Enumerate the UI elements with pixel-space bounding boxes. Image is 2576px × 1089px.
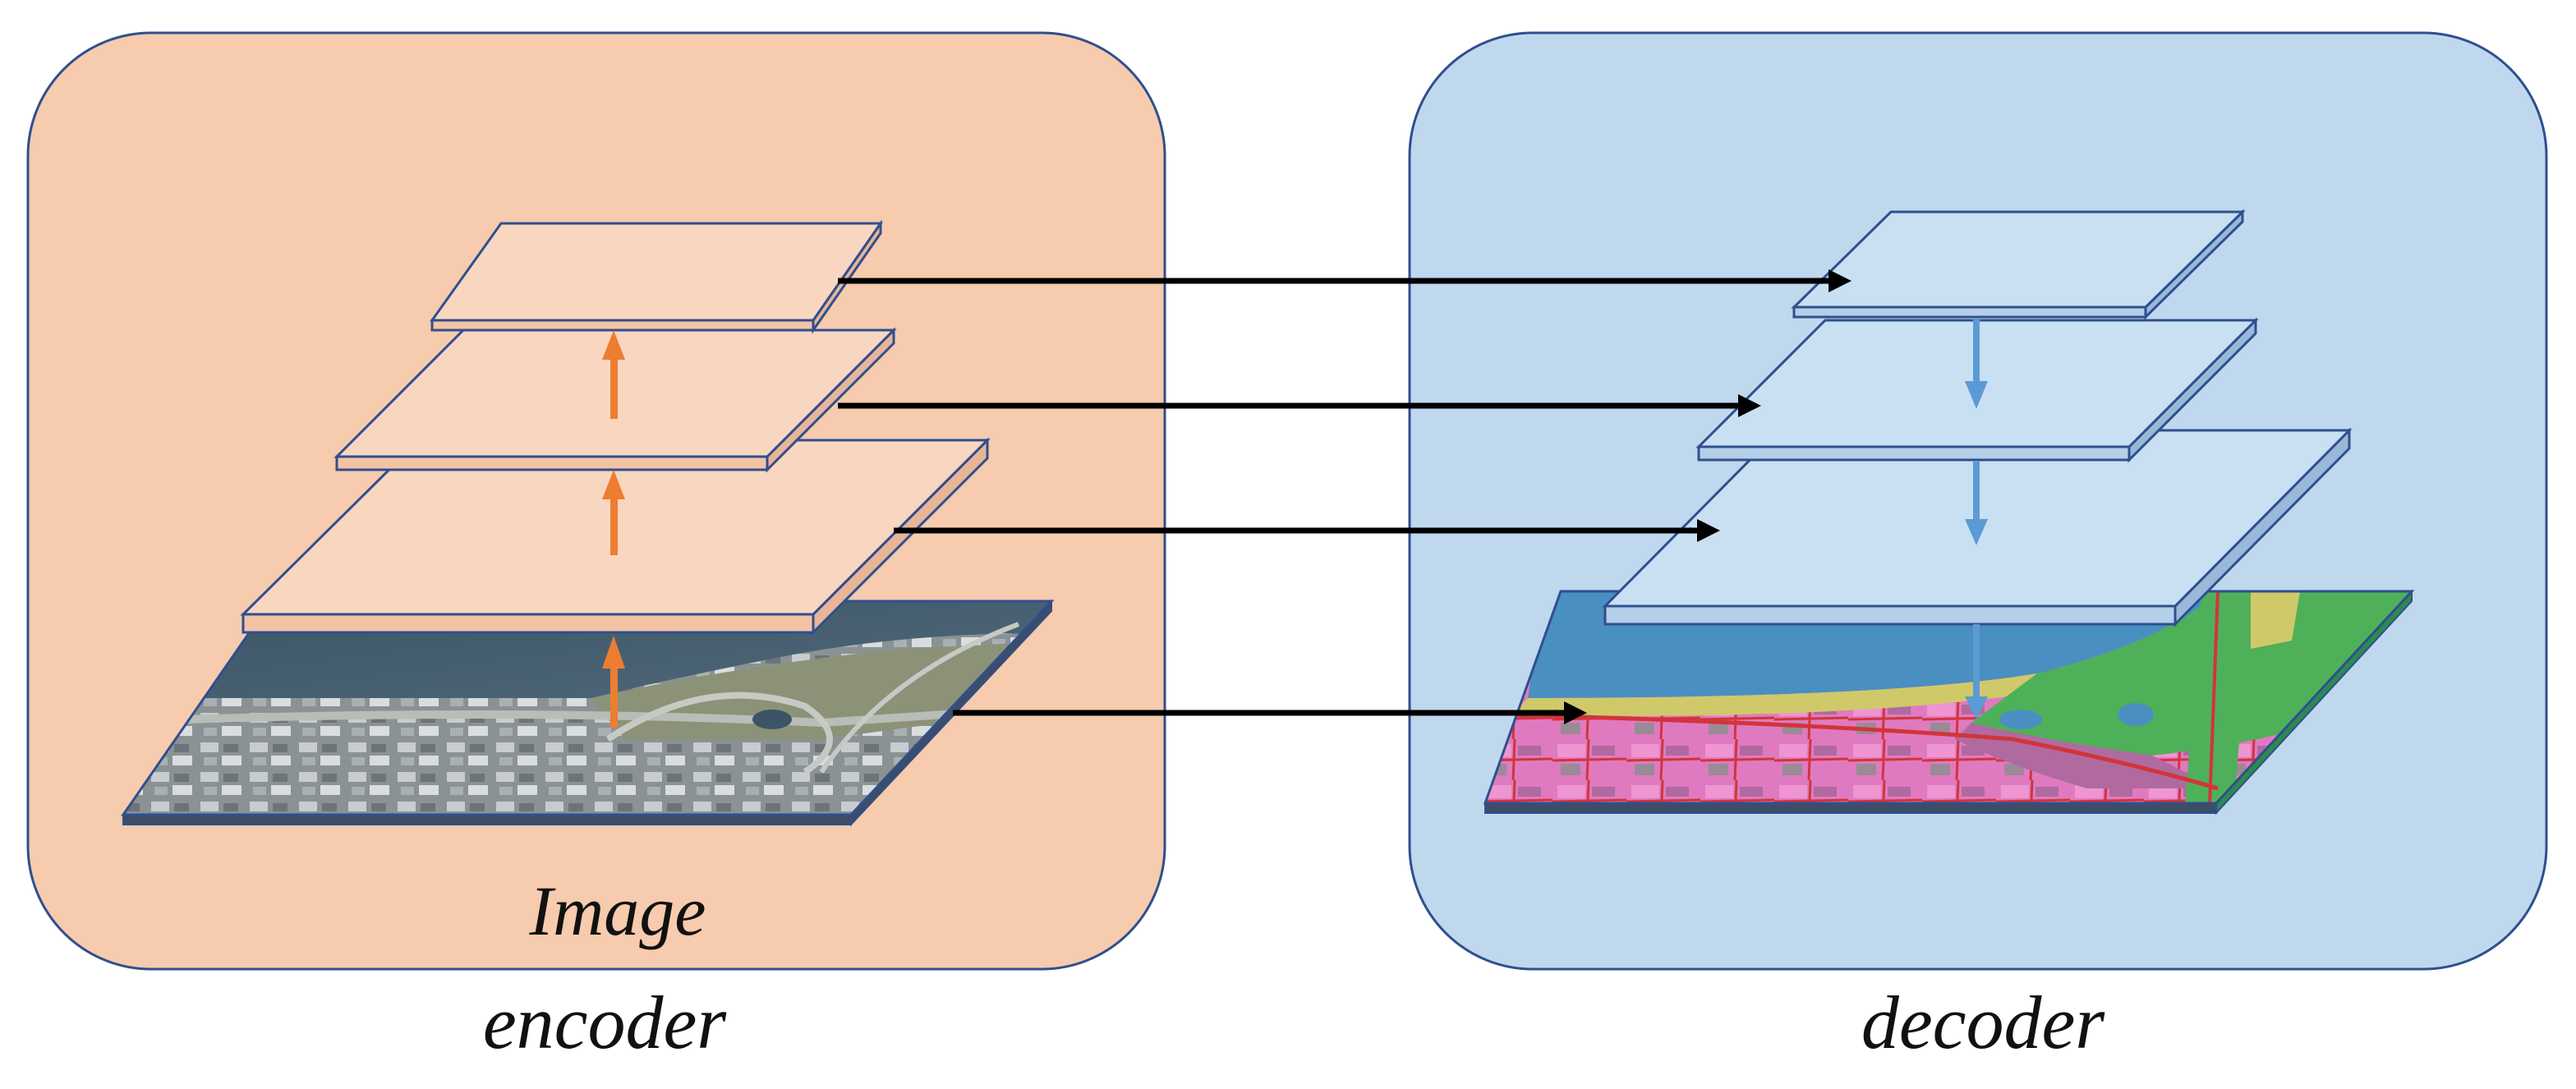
decoder-down-arrow-2 bbox=[1965, 462, 1988, 545]
decoder-layer-3 bbox=[1791, 209, 2246, 320]
skip-connections bbox=[838, 278, 1829, 716]
encoder-caption: encoder bbox=[483, 981, 728, 1064]
encoder-layer-3 bbox=[430, 219, 883, 334]
encoder-up-arrow-2 bbox=[602, 470, 625, 555]
decoder-down-arrow-3 bbox=[1965, 624, 1988, 719]
skip-arrowheads bbox=[1564, 269, 1852, 724]
decoder-caption: decoder bbox=[1861, 981, 2106, 1064]
decoder-downward-arrows bbox=[1965, 319, 1988, 719]
encoder-upward-arrows bbox=[602, 330, 625, 728]
encoder-panel-image-label: Image bbox=[529, 871, 706, 950]
decoder-layer-1 bbox=[1602, 427, 2353, 627]
output-segmentation-map bbox=[1483, 589, 2415, 816]
decoder-down-arrow-1 bbox=[1965, 319, 1988, 409]
encoder-up-arrow-1 bbox=[602, 636, 625, 728]
encoder-up-arrow-3 bbox=[602, 330, 625, 419]
